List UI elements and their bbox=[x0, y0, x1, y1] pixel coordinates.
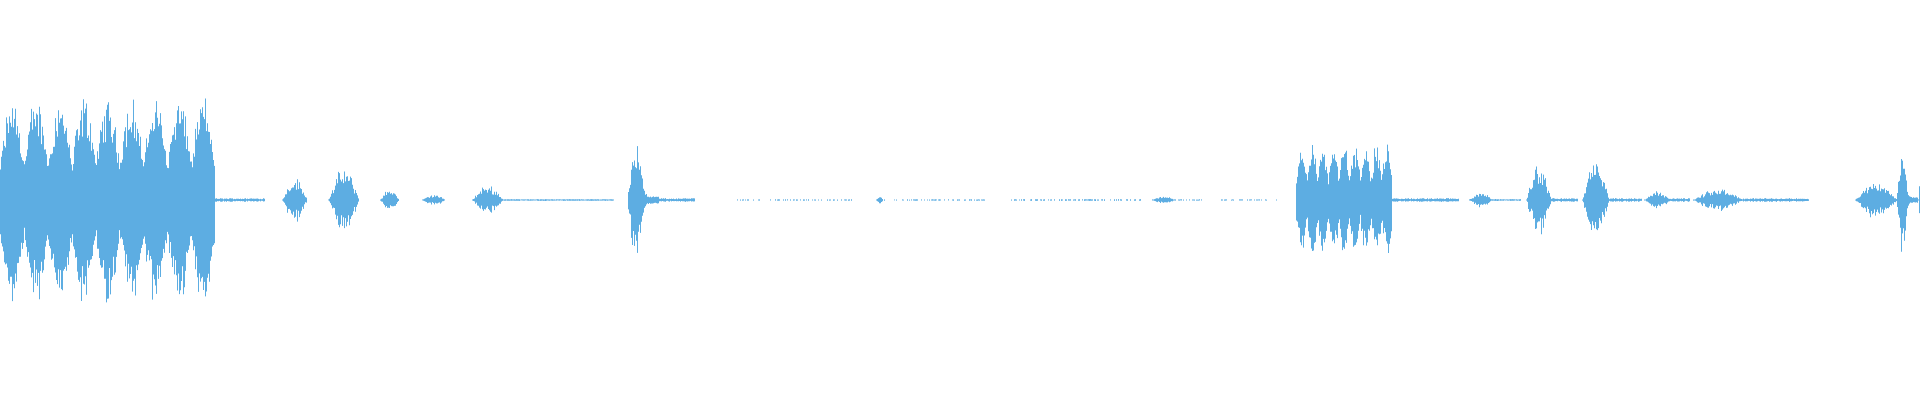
waveform-trace bbox=[0, 98, 1920, 303]
